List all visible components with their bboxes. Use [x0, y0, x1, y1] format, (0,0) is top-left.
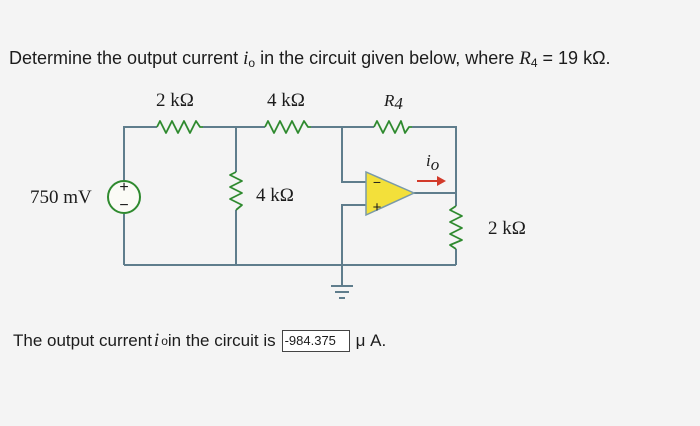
answer-middle: in the circuit is [167, 331, 276, 350]
r3-label: 4 kΩ [256, 185, 294, 206]
r1-label: 2 kΩ [156, 90, 194, 111]
opamp-plus-sign: + [373, 199, 382, 216]
io-label-sub: o [431, 155, 440, 174]
resistor-r3 [229, 171, 243, 211]
source-plus: + [119, 179, 128, 196]
resistor-load [449, 205, 463, 250]
answer-var: i [153, 330, 160, 351]
answer-input[interactable]: -984.375 [281, 330, 350, 352]
rload-label: 2 kΩ [488, 218, 526, 239]
question-r4-value: = 19 kΩ. [537, 48, 611, 68]
question-var-sub: o [248, 56, 256, 70]
resistor-r1 [156, 120, 203, 134]
question-var: i [243, 48, 249, 69]
question-r4-sub: 4 [530, 56, 538, 70]
source-label: 750 mV [30, 187, 92, 208]
io-label: i [426, 151, 431, 170]
r2-label: 4 kΩ [267, 90, 305, 111]
question-r4-var: R [519, 48, 531, 69]
question-prefix: Determine the output current [9, 48, 244, 68]
answer-var-sub: o [161, 334, 168, 348]
question-middle: in the circuit given below, where [255, 48, 520, 68]
answer-unit: μ A. [355, 331, 387, 350]
circuit-wires [123, 126, 457, 286]
op-amp: − + [365, 170, 416, 217]
io-label-group: io [426, 151, 439, 174]
r4-label-group: R4 [383, 91, 403, 113]
opamp-minus-sign: − [373, 174, 381, 190]
current-arrow-icon [417, 176, 446, 186]
ground-symbol [331, 285, 353, 299]
question-text: Determine the output current io in the c… [9, 48, 611, 70]
resistor-r2 [264, 120, 311, 134]
r4-label: R [383, 91, 395, 110]
answer-prefix: The output current [13, 331, 152, 350]
voltage-source: + − [107, 179, 141, 214]
r4-label-sub: 4 [394, 94, 403, 113]
resistor-r4 [373, 120, 412, 134]
source-minus: − [119, 197, 128, 214]
